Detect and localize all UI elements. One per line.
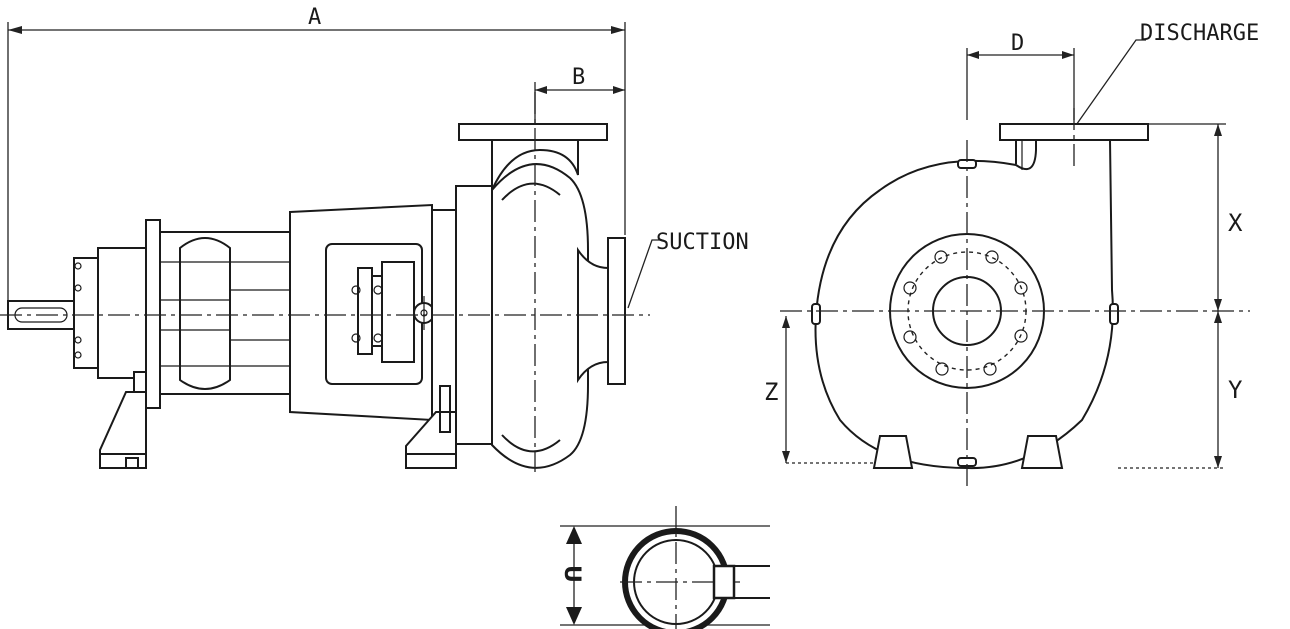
rear-support-foot [99, 391, 147, 469]
dimension-y-label: Y [1228, 376, 1243, 404]
dimension-u-label: U [559, 565, 584, 583]
dimension-z-label: Z [764, 378, 778, 406]
bearing-bracket [289, 203, 435, 422]
shaft-detail: U [559, 506, 770, 629]
discharge-label: DISCHARGE [1140, 21, 1259, 46]
discharge-callout: DISCHARGE [1073, 21, 1259, 129]
dimension-a-label: A [308, 5, 321, 30]
bearing-end-cover [73, 247, 147, 379]
suction-label: SUCTION [656, 230, 749, 255]
dimension-d: D [966, 31, 1075, 120]
end-view-feet [872, 435, 1064, 469]
dimension-d-label: D [1011, 31, 1024, 56]
bearing-housing [159, 231, 291, 395]
dimension-b-label: B [572, 65, 585, 90]
dimension-a: A [7, 5, 626, 300]
dimension-x-y: X Y [1118, 123, 1243, 469]
keyway [712, 564, 736, 600]
dimension-x-label: X [1228, 209, 1243, 237]
suction-callout: SUCTION [627, 230, 749, 309]
bearing-flange [145, 219, 161, 409]
dimension-b: B [534, 65, 625, 125]
dimension-z: Z [764, 316, 874, 464]
side-view: A B [0, 5, 749, 472]
end-view: D DISCHARGE [764, 21, 1259, 490]
